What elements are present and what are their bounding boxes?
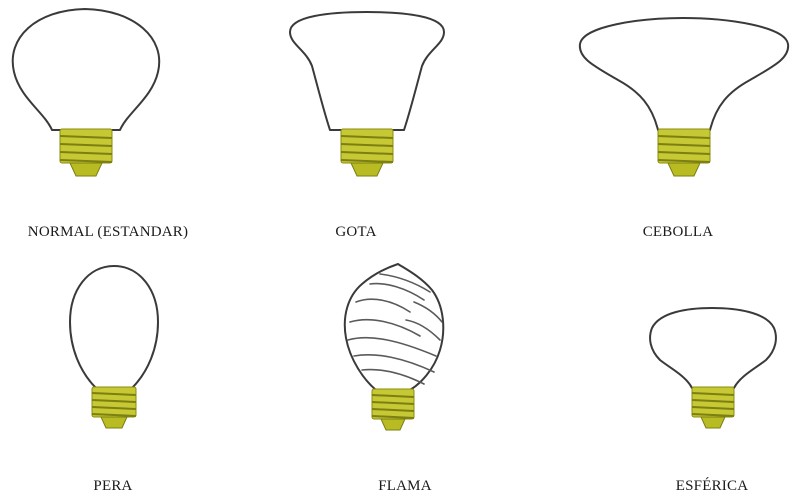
bulb-cebolla	[580, 18, 788, 176]
bulb-flama-base	[372, 389, 414, 430]
label-gota: GOTA	[335, 224, 376, 241]
bulb-normal	[13, 9, 160, 176]
bulb-pera-base	[92, 387, 136, 428]
bulb-gota	[290, 12, 444, 176]
bulb-cebolla-base	[658, 129, 710, 176]
bulb-esferica-base	[692, 387, 734, 428]
bulb-flama	[345, 264, 443, 430]
bulb-normal-base	[60, 129, 112, 176]
bulb-pera	[70, 266, 158, 428]
bulb-esferica	[650, 308, 776, 428]
bulb-gota-base	[341, 129, 393, 176]
label-normal: NORMAL (ESTANDAR)	[28, 224, 188, 241]
label-esferica: ESFÉRICA	[676, 478, 748, 495]
label-flama: FLAMA	[378, 478, 432, 495]
label-cebolla: CEBOLLA	[643, 224, 714, 241]
label-pera: PERA	[93, 478, 132, 495]
